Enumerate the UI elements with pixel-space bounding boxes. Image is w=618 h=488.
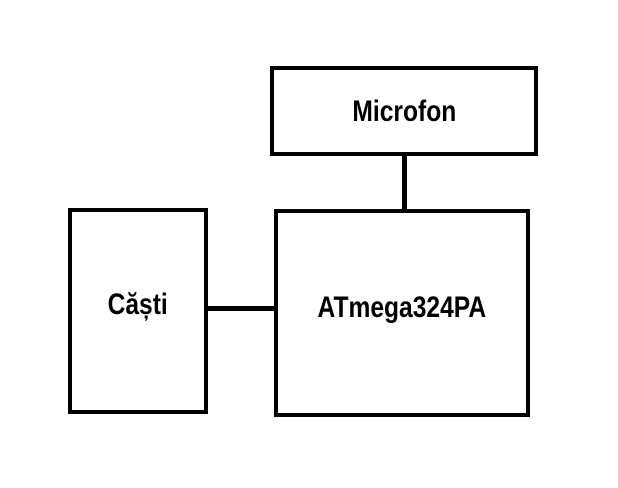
microcontroller-label: ATmega324PA: [317, 291, 487, 324]
headphones-to-microcontroller-connector: [206, 306, 276, 311]
microphone-label: Microfon: [352, 95, 456, 128]
headphones-label: Căști: [107, 288, 169, 321]
headphones-block: Căști: [68, 208, 208, 414]
microcontroller-block: ATmega324PA: [274, 209, 530, 417]
microphone-to-microcontroller-connector: [402, 154, 407, 211]
microphone-block: Microfon: [270, 66, 538, 156]
